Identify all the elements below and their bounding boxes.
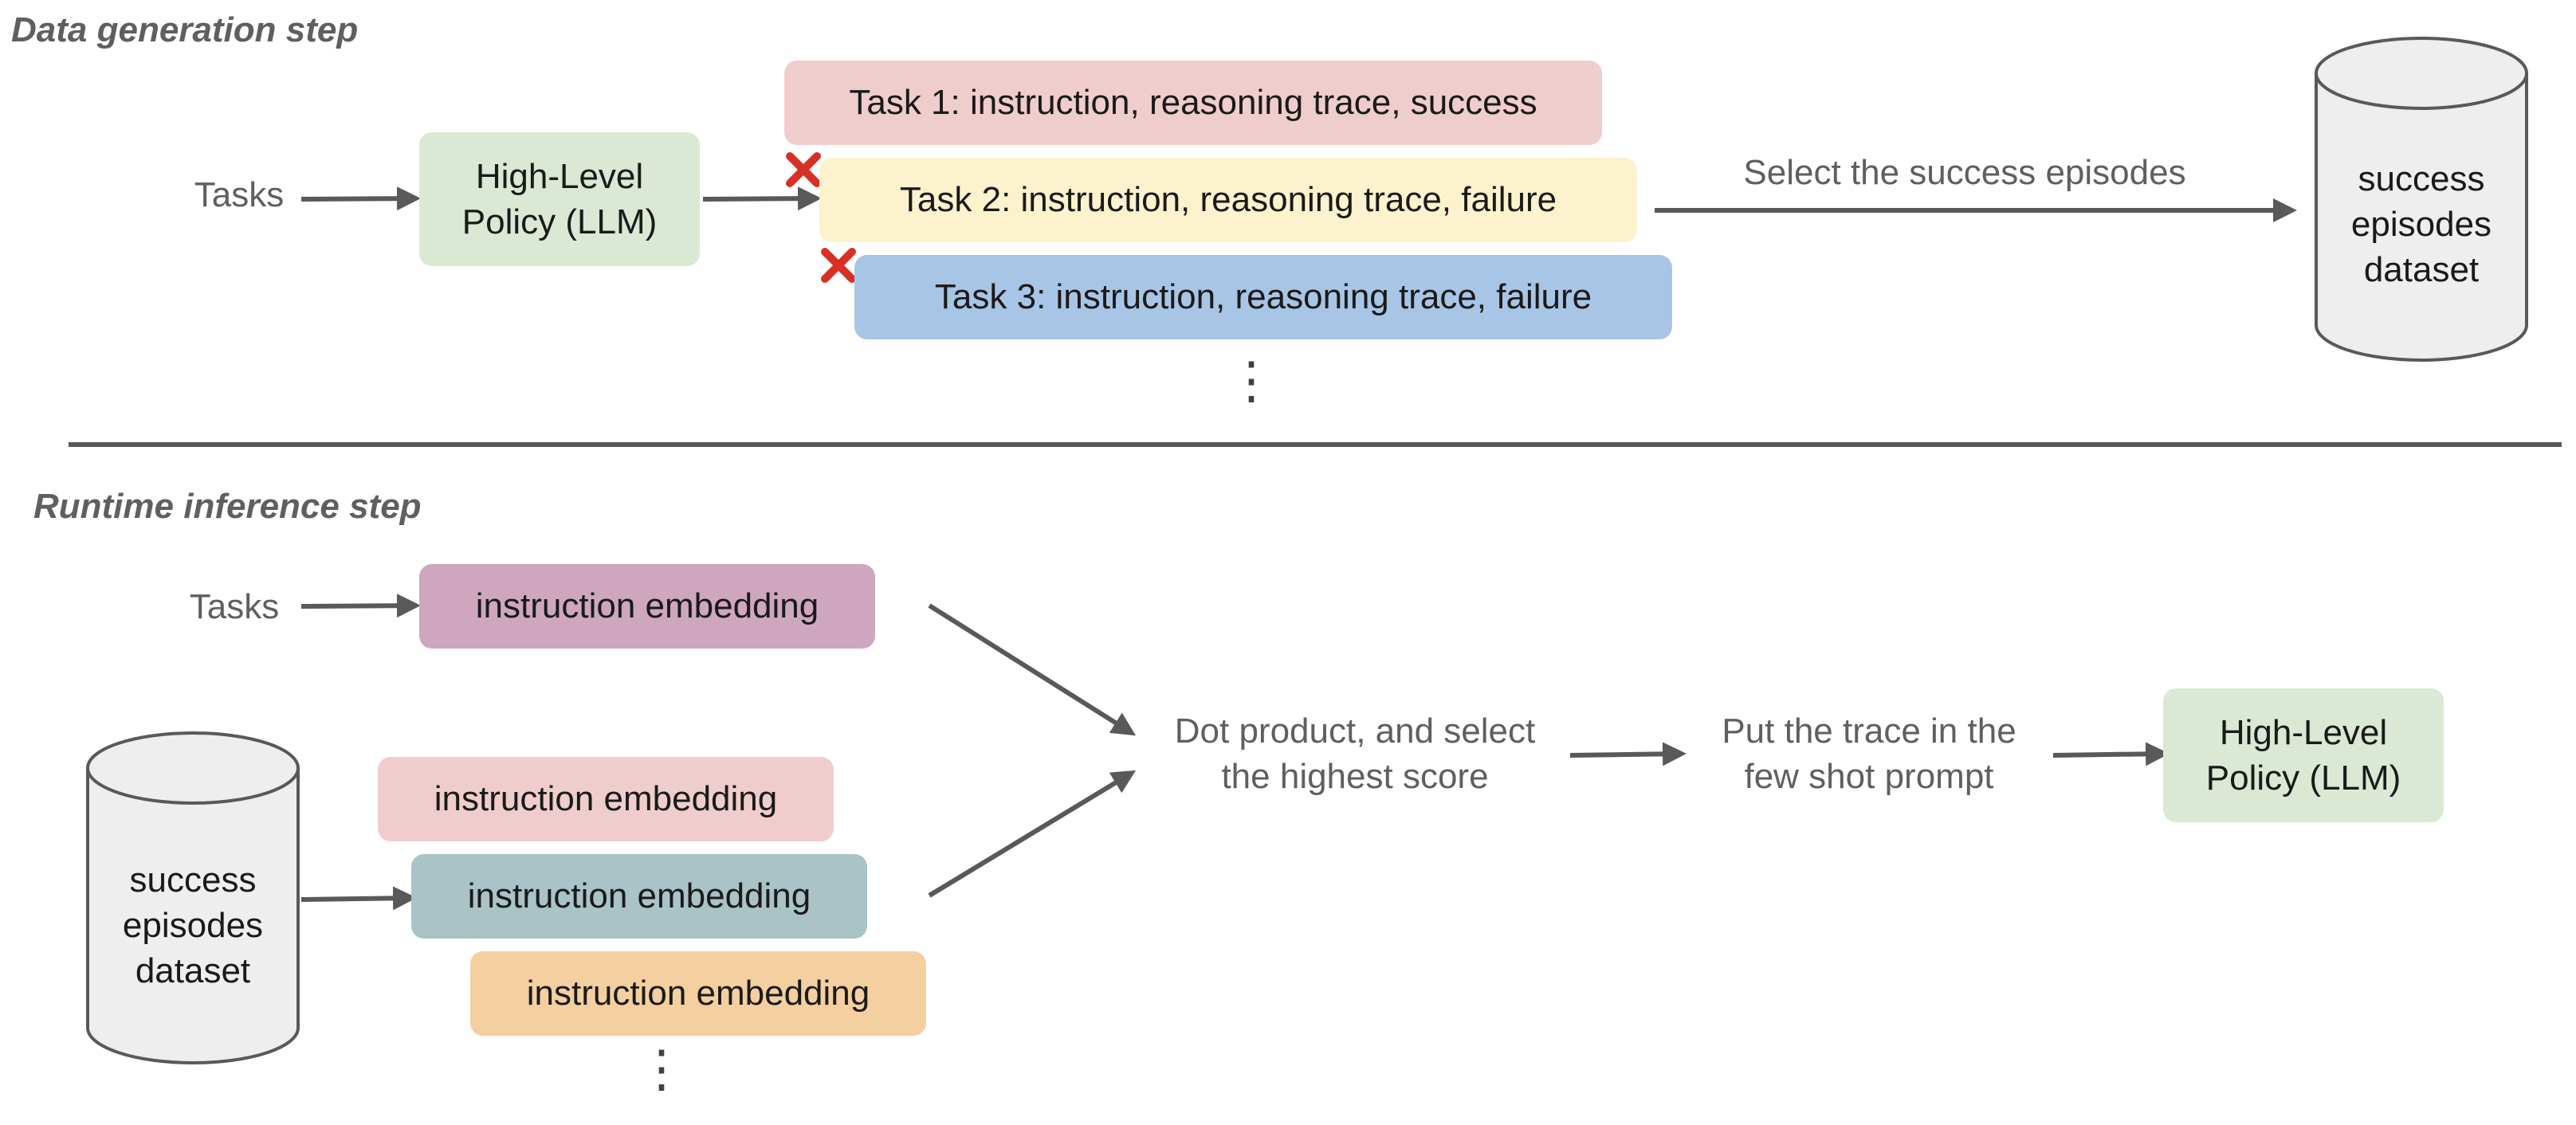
dataset-instruction-embedding-3: instruction embedding — [470, 951, 926, 1036]
dataset-instruction-embedding-1: instruction embedding — [378, 757, 834, 841]
data-generation-title: Data generation step — [11, 10, 359, 49]
high-level-policy-label: High-Level Policy (LLM) — [2205, 712, 2401, 798]
runtime-inference-title: Runtime inference step — [33, 487, 422, 526]
arrow-query-to-dot-product — [928, 603, 1137, 736]
arrow-dataset-to-embeddings — [300, 886, 417, 911]
few-shot-prompt-label: Put the trace in the few shot prompt — [1722, 711, 2016, 797]
embedding-label: instruction embedding — [526, 974, 870, 1013]
task-row-1: Task 1: instruction, reasoning trace, su… — [784, 61, 1602, 145]
task-row-label: Task 2: instruction, reasoning trace, fa… — [899, 180, 1557, 220]
dot-product-label: Dot product, and select the highest scor… — [1174, 711, 1536, 797]
cross-icon — [821, 248, 856, 283]
dataset-instruction-embedding-2: instruction embedding — [411, 854, 867, 939]
database-icon — [2315, 37, 2528, 362]
task-row-label: Task 1: instruction, reasoning trace, su… — [849, 83, 1537, 123]
arrow-dot-product-to-few-shot — [1569, 742, 1687, 766]
task-rows-continuation: ⋮ — [1226, 351, 1277, 409]
task-row-3: Task 3: instruction, reasoning trace, fa… — [854, 255, 1672, 339]
cross-icon — [786, 152, 821, 187]
database-icon — [86, 731, 300, 1064]
embedding-label: instruction embedding — [467, 876, 811, 916]
high-level-policy-label: High-Level Policy (LLM) — [461, 156, 658, 241]
high-level-policy-box: High-Level Policy (LLM) — [2163, 688, 2444, 822]
task-row-label: Task 3: instruction, reasoning trace, fa… — [934, 277, 1592, 317]
arrow-policy-to-task-rows — [702, 186, 822, 211]
embedding-label: instruction embedding — [434, 779, 778, 819]
high-level-policy-box: High-Level Policy (LLM) — [419, 132, 700, 266]
embedding-label: instruction embedding — [475, 586, 819, 626]
tasks-label: Tasks — [189, 587, 280, 626]
success-dataset-label: success episodes dataset — [122, 860, 264, 990]
success-dataset-label: success episodes dataset — [2350, 159, 2492, 289]
tasks-label: Tasks — [194, 175, 285, 214]
select-success-label: Select the success episodes — [1743, 153, 2186, 192]
task-row-2: Task 2: instruction, reasoning trace, fa… — [819, 158, 1637, 242]
arrow-dataset-embeddings-to-dot-product — [928, 770, 1137, 898]
arrow-tasks-to-policy — [300, 186, 421, 211]
embeddings-continuation: ⋮ — [636, 1040, 687, 1097]
query-instruction-embedding: instruction embedding — [419, 564, 875, 649]
arrow-few-shot-to-policy — [2052, 742, 2170, 766]
